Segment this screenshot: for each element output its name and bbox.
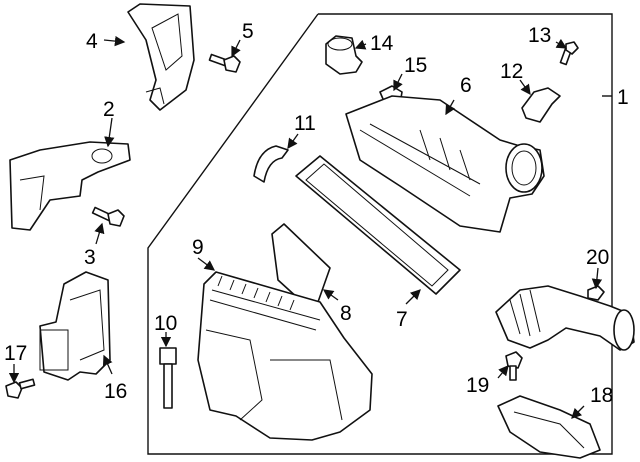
callout-12: 12: [500, 60, 523, 83]
part-17-bolt: [5, 378, 36, 399]
callout-3: 3: [84, 246, 96, 269]
callout-17: 17: [4, 342, 27, 365]
part-19-bolt: [505, 351, 523, 381]
part-18-resonator: [497, 395, 601, 459]
callout-13: 13: [528, 24, 551, 47]
callout-7: 7: [396, 308, 408, 331]
part-5-bolt: [208, 53, 241, 73]
callout-1: 1: [617, 86, 629, 109]
part-3-bolt: [91, 206, 125, 227]
part-20-intake-tube: [495, 285, 635, 351]
part-9-housing: [197, 271, 373, 441]
callout-labels: 1 2 3 4 5 6 7 8 9 10 11 12 13 14 15 16 1…: [4, 20, 629, 407]
callout-16: 16: [104, 380, 127, 403]
part-10-bolt: [159, 347, 177, 409]
callout-20: 20: [586, 246, 609, 269]
part-4-bracket: [127, 3, 195, 111]
part-14-mount: [325, 35, 363, 75]
part-7-filter: [295, 155, 461, 295]
part-12-sensor: [521, 87, 561, 123]
part-13-screw: [559, 41, 579, 66]
callout-19: 19: [466, 374, 489, 397]
callout-15: 15: [404, 54, 427, 77]
callout-14: 14: [370, 32, 394, 55]
part-11-hose: [253, 145, 289, 183]
callout-6: 6: [460, 74, 472, 97]
part-16-inlet-duct: [39, 271, 111, 381]
callout-4: 4: [86, 30, 98, 53]
callout-5: 5: [242, 20, 254, 43]
callout-8: 8: [340, 302, 352, 325]
callout-10: 10: [154, 312, 177, 335]
callout-11: 11: [294, 112, 316, 135]
callout-9: 9: [192, 236, 204, 259]
part-2-bracket: [9, 141, 131, 231]
callout-18: 18: [590, 384, 613, 407]
leader-lines: [8, 35, 603, 419]
callout-2: 2: [103, 98, 115, 121]
assembly-frame: [147, 13, 613, 455]
